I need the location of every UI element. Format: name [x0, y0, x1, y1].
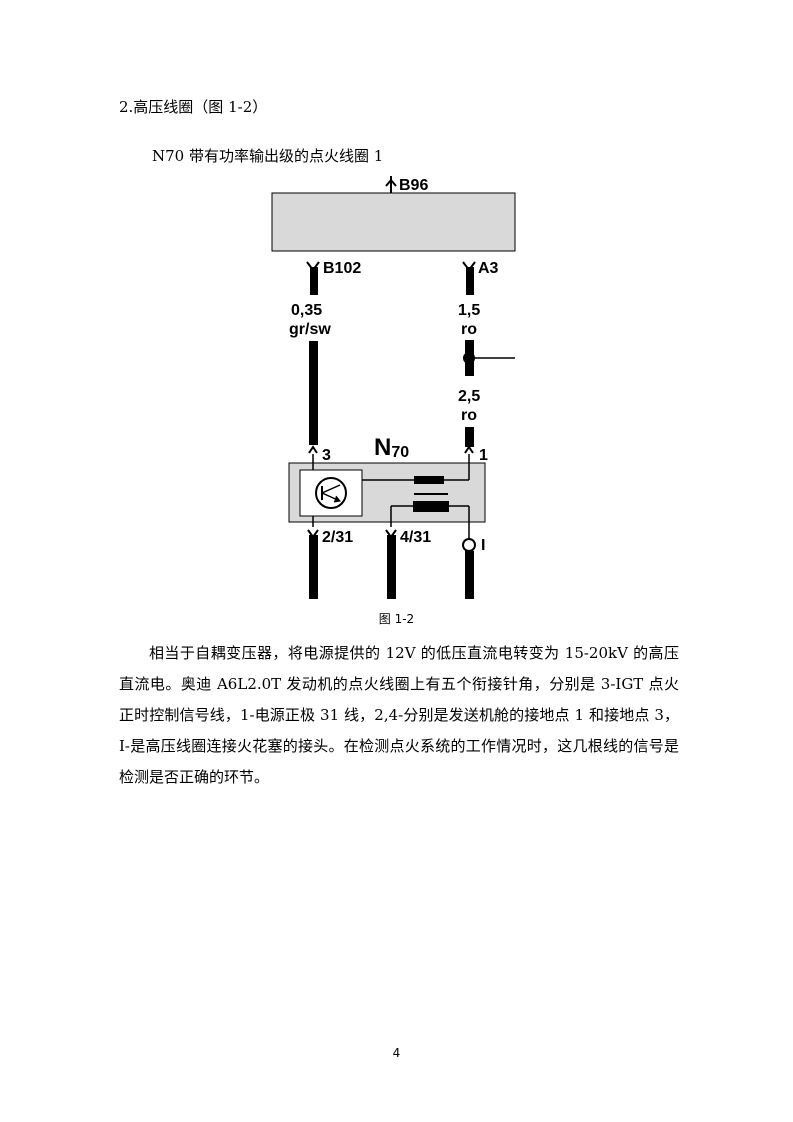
right-wire-lower-size: 2,5 [458, 388, 480, 405]
pin-1-label: 1 [479, 447, 488, 464]
left-wire-color: gr/sw [289, 321, 331, 338]
pin-i-label: I [481, 537, 485, 554]
wiring-diagram: B96 B102 0,35 gr/sw A3 1,5 ro 2,5 ro N70… [271, 176, 516, 599]
pin-4-31-wire [387, 535, 396, 599]
b96-arrow-icon [385, 178, 397, 187]
figure-caption: 图 1-2 [378, 612, 415, 626]
pin-i-terminal-icon [462, 538, 476, 552]
component-main-label: N [374, 434, 391, 461]
secondary-winding [413, 501, 449, 512]
connector-b102-label: B102 [323, 260, 361, 277]
connector-b96-label: B96 [399, 177, 428, 194]
body-paragraph: 相当于自耦变压器，将电源提供的 12V 的低压直流电转变为 15-20kV 的高… [119, 644, 679, 786]
section-heading: 2.高压线圈（图 1-2） [119, 98, 268, 116]
component-n70-label: N70 [374, 434, 409, 461]
right-wire-lower-color: ro [461, 407, 477, 424]
left-wire-lower [309, 341, 318, 445]
right-wire-upper-color: ro [461, 321, 477, 338]
pin-2-31-label: 2/31 [322, 529, 353, 546]
pin-2-31-wire [309, 535, 318, 599]
pin-4-31-label: 4/31 [400, 529, 431, 546]
pin-1-arrow-icon [464, 445, 474, 454]
connector-a3-label: A3 [478, 260, 499, 277]
right-wire-upper-size: 1,5 [458, 302, 480, 319]
control-unit-box [271, 192, 516, 252]
component-subheading: N70 带有功率输出级的点火线圈 1 [152, 147, 384, 165]
primary-winding [414, 476, 444, 484]
pin-i-wire [465, 551, 474, 599]
left-wire-upper [310, 267, 318, 295]
left-wire-size: 0,35 [291, 302, 322, 319]
component-sub-label: 70 [391, 444, 409, 461]
page-number: 4 [392, 1046, 401, 1060]
pin-3-arrow-icon [308, 445, 318, 454]
right-wire-upper [466, 267, 474, 295]
right-wire-lower [465, 427, 474, 447]
transistor-icon [315, 477, 347, 509]
pin-3-label: 3 [322, 447, 331, 464]
